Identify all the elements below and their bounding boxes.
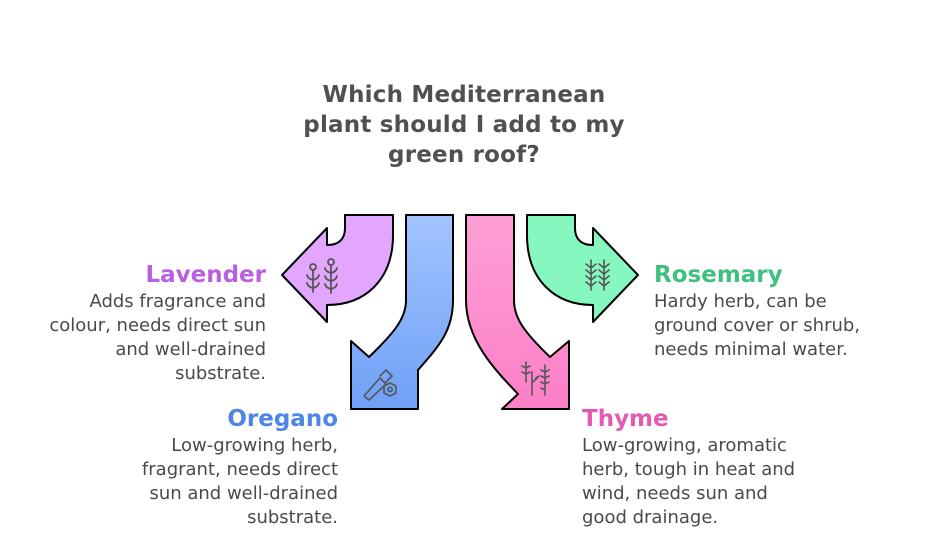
rosemary-label: Rosemary	[654, 262, 783, 288]
description-line: good drainage.	[582, 507, 719, 528]
description-line: colour, needs direct sun	[49, 315, 266, 336]
lavender-sprig-icon	[306, 258, 338, 294]
dropper-oil-icon	[363, 369, 397, 401]
lavender-arrow	[281, 214, 394, 323]
description-line: fragrant, needs direct	[141, 459, 338, 480]
description-line: ground cover or shrub,	[654, 315, 861, 336]
description-line: Adds fragrance and	[89, 291, 266, 312]
diagram-title: Which Mediterranean plant should I add t…	[264, 80, 664, 170]
description-line: substrate.	[175, 363, 266, 384]
rosemary-block: Rosemary Hardy herb, can be ground cover…	[654, 260, 914, 362]
description-line: and well-drained	[115, 339, 266, 360]
description-line: sun and well-drained	[149, 483, 338, 504]
rosemary-sprig-icon	[585, 259, 610, 291]
description-line: Low-growing, aromatic	[582, 435, 787, 456]
lavender-description: Adds fragrance and colour, needs direct …	[16, 290, 266, 386]
rosemary-description: Hardy herb, can be ground cover or shrub…	[654, 290, 914, 362]
thyme-sprig-icon	[521, 361, 550, 396]
lavender-label: Lavender	[145, 262, 266, 288]
title-line: green roof?	[388, 142, 540, 168]
description-line: herb, tough in heat and	[582, 459, 796, 480]
description-line: substrate.	[247, 507, 338, 528]
thyme-description: Low-growing, aromatic herb, tough in hea…	[582, 434, 862, 530]
lavender-block: Lavender Adds fragrance and colour, need…	[16, 260, 266, 386]
oregano-label: Oregano	[227, 406, 338, 432]
description-line: needs minimal water.	[654, 339, 848, 360]
oregano-description: Low-growing herb, fragrant, needs direct…	[88, 434, 338, 530]
thyme-block: Thyme Low-growing, aromatic herb, tough …	[582, 404, 862, 530]
title-line: plant should I add to my	[303, 112, 625, 138]
thyme-label: Thyme	[582, 406, 669, 432]
thyme-arrow	[465, 214, 570, 410]
title-line: Which Mediterranean	[322, 82, 606, 108]
oregano-block: Oregano Low-growing herb, fragrant, need…	[88, 404, 338, 530]
description-line: wind, needs sun and	[582, 483, 768, 504]
description-line: Hardy herb, can be	[654, 291, 827, 312]
description-line: Low-growing herb,	[171, 435, 338, 456]
oregano-arrow	[350, 214, 454, 410]
rosemary-arrow	[526, 214, 639, 323]
